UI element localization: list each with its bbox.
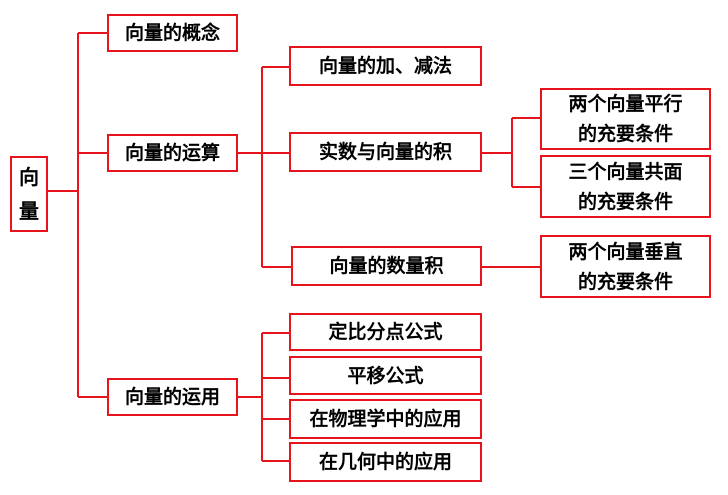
perpendicular-condition-line1: 两个向量垂直 bbox=[568, 240, 683, 263]
coplanar-condition-node: 三个向量共面 的充要条件 bbox=[540, 155, 711, 218]
physics-application-label: 在物理学中的应用 bbox=[309, 408, 462, 430]
parallel-condition-line1: 两个向量平行 bbox=[568, 93, 683, 115]
parallel-condition-line2: 的充要条件 bbox=[577, 123, 673, 145]
operation-node: 向量的运算 bbox=[107, 134, 238, 172]
translation-formula-label: 平移公式 bbox=[347, 364, 424, 387]
coplanar-condition-line2: 的充要条件 bbox=[577, 190, 673, 213]
perpendicular-condition-node: 两个向量垂直 的充要条件 bbox=[540, 235, 711, 298]
add-sub-label: 向量的加、减法 bbox=[318, 55, 452, 77]
root-label-line2: 量 bbox=[19, 199, 39, 223]
coplanar-condition-line1: 三个向量共面 bbox=[568, 160, 683, 183]
geometry-application-node: 在几何中的应用 bbox=[289, 442, 482, 482]
physics-application-node: 在物理学中的应用 bbox=[289, 399, 482, 439]
scalar-mult-label: 实数与向量的积 bbox=[318, 141, 452, 163]
section-formula-label: 定比分点公式 bbox=[328, 321, 443, 343]
scalar-mult-node: 实数与向量的积 bbox=[289, 132, 482, 172]
application-node: 向量的运用 bbox=[107, 378, 238, 416]
concept-node: 向量的概念 bbox=[107, 14, 238, 52]
translation-formula-node: 平移公式 bbox=[289, 356, 482, 395]
application-label: 向量的运用 bbox=[124, 386, 220, 408]
root-node: 向 量 bbox=[10, 156, 48, 232]
perpendicular-condition-line2: 的充要条件 bbox=[577, 270, 673, 293]
dot-product-node: 向量的数量积 bbox=[291, 246, 482, 286]
geometry-application-label: 在几何中的应用 bbox=[318, 451, 452, 473]
dot-product-label: 向量的数量积 bbox=[329, 255, 444, 277]
concept-label: 向量的概念 bbox=[124, 22, 220, 44]
root-label-line1: 向 bbox=[19, 165, 39, 189]
parallel-condition-node: 两个向量平行 的充要条件 bbox=[540, 88, 711, 150]
section-formula-node: 定比分点公式 bbox=[289, 313, 482, 351]
operation-label: 向量的运算 bbox=[124, 142, 220, 164]
add-sub-node: 向量的加、减法 bbox=[289, 46, 482, 86]
